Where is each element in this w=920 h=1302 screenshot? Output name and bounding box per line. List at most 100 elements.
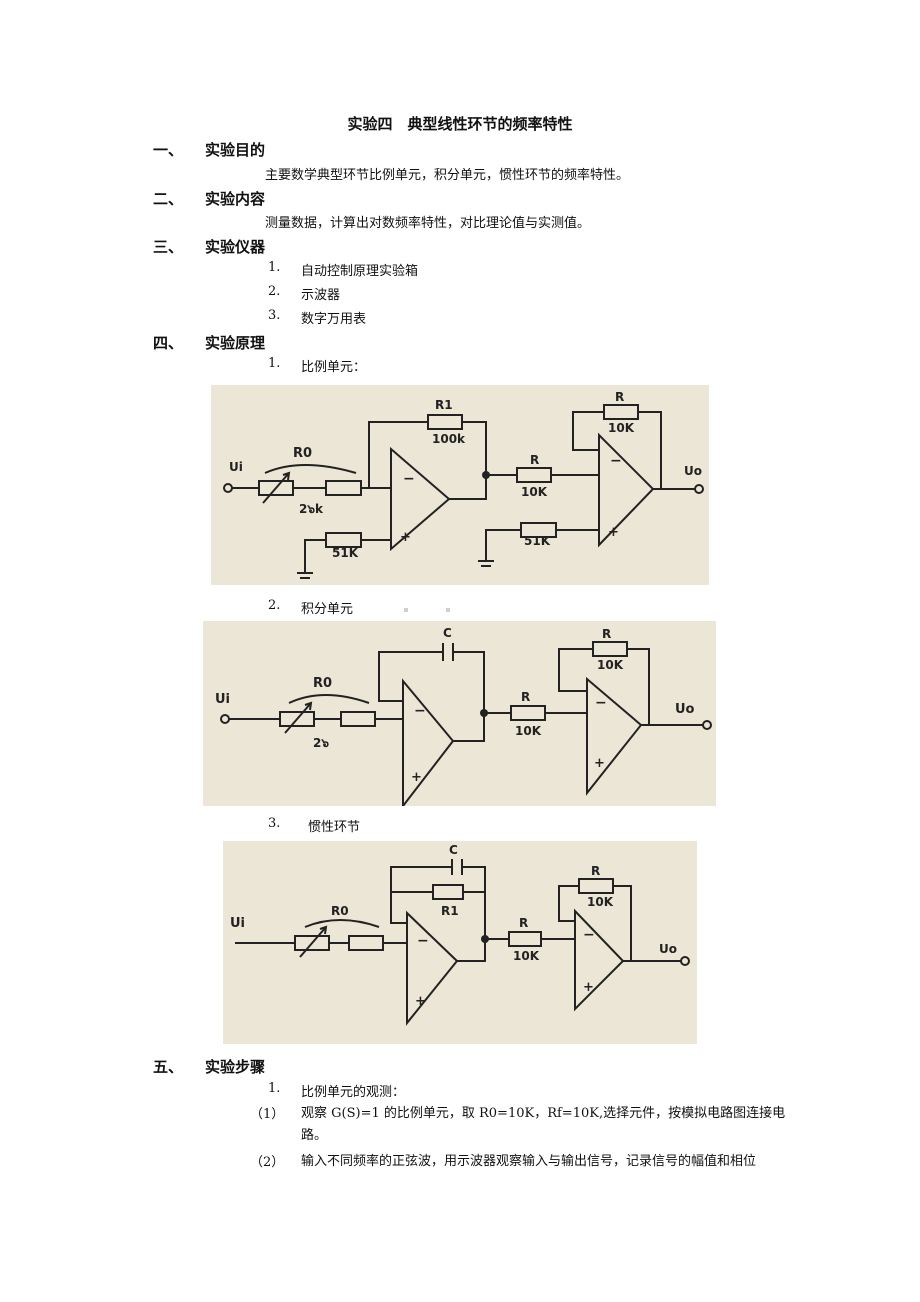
section-label: 实验步骤 <box>205 1058 266 1076</box>
section-label: 实验原理 <box>205 334 266 352</box>
r1-value-label: 100k <box>432 432 466 446</box>
r-input-label: R <box>530 453 539 467</box>
list-text: 数字万用表 <box>301 312 367 327</box>
c-label: C <box>449 843 458 857</box>
r0-resistor <box>325 480 362 496</box>
r-feedback-label: R <box>591 864 600 878</box>
r-feedback-label: R <box>615 390 624 404</box>
junction-dot <box>482 471 490 479</box>
content-text: 测量数据，计算出对数频率特性，对比理论值与实测值。 <box>265 216 591 231</box>
list-text: 惯性环节 <box>308 820 361 835</box>
r1-label: R1 <box>435 398 453 412</box>
capacitor-c <box>442 643 454 661</box>
inertial-circuit-diagram: Ui R0 C R1 − + R 10K R 10K − + Uo <box>223 841 697 1044</box>
r1-resistor <box>432 884 464 900</box>
list-number: 3. <box>268 308 281 323</box>
section-label: 实验仪器 <box>205 238 266 256</box>
r-input-label: R <box>521 690 530 704</box>
uo-label: Uo <box>675 702 695 717</box>
opamp-1 <box>390 446 451 552</box>
opamp2-plus: + <box>583 980 594 995</box>
r0-label: R0 <box>293 446 312 461</box>
purpose-text: 主要数学典型环节比例单元，积分单元，惯性环节的频率特性。 <box>265 168 630 183</box>
opamp-2 <box>574 908 625 1012</box>
list-number: 1. <box>268 356 281 371</box>
integral-circuit-diagram: Ui R0 2๖ C − + R 10K R 10K − + Uo <box>203 621 716 806</box>
opamp2-plus: + <box>608 525 619 540</box>
junction-dot <box>481 935 489 943</box>
r0-value-label: 2๖ <box>313 736 329 750</box>
section-number: 五、 <box>153 1058 184 1076</box>
ground-resistor-2 <box>520 522 557 538</box>
inertial-circuit-svg: Ui R0 C R1 − + R 10K R 10K − + Uo <box>230 843 690 1026</box>
section-heading-instruments: 三、 实验仪器 <box>153 236 265 257</box>
r0-label: R0 <box>313 676 332 691</box>
opamp1-minus: − <box>414 703 426 719</box>
opamp2-minus: − <box>583 927 595 943</box>
opamp1-minus: − <box>417 933 429 949</box>
section-heading-purpose: 一、实验目的 <box>153 139 265 160</box>
ui-label: Ui <box>215 692 230 707</box>
step-text: 观察 G(S)=1 的比例单元，取 R0=10K，Rf=10K,选择元件，按模拟… <box>301 1106 786 1143</box>
list-text: 比例单元的观测： <box>301 1085 406 1100</box>
output-terminal <box>702 720 712 730</box>
c-label: C <box>443 626 452 640</box>
scan-mark <box>404 608 408 612</box>
opamp-2 <box>586 676 643 796</box>
ground-resistor-2-label: 51K <box>524 534 551 548</box>
input-terminal <box>220 714 230 724</box>
step-number: （1） <box>250 1107 285 1122</box>
r0-value-label: 2๖k <box>299 502 324 516</box>
ground-resistor-1-label: 51K <box>332 546 359 560</box>
list-number: 2. <box>268 284 281 299</box>
opamp-2 <box>598 432 655 548</box>
r0-label: R0 <box>331 904 349 918</box>
list-text: 积分单元 <box>301 602 354 617</box>
section-number: 三、 <box>153 238 184 256</box>
opamp-1 <box>402 678 455 806</box>
list-number: 1. <box>268 260 281 275</box>
section-number: 四、 <box>153 334 184 352</box>
r-input-label: R <box>519 916 528 930</box>
input-terminal <box>223 483 233 493</box>
r-feedback-value-label: 10K <box>587 895 614 909</box>
junction-dot <box>480 709 488 717</box>
r0-potentiometer <box>294 935 330 951</box>
proportional-circuit-diagram: Ui R0 2๖k R1 100k − + 51K R 10K R 10K − … <box>211 385 709 585</box>
r-input-resistor <box>516 467 552 483</box>
ground-resistor-1 <box>325 532 362 548</box>
opamp2-minus: − <box>610 453 622 469</box>
list-number: 1. <box>268 1081 281 1096</box>
page-title: 实验四 典型线性环节的频率特性 <box>347 115 573 133</box>
section-label: 实验内容 <box>205 190 266 208</box>
opamp1-plus: + <box>400 530 411 545</box>
r0-potentiometer <box>279 711 315 727</box>
list-text: 比例单元： <box>301 360 367 375</box>
r-input-resistor <box>510 705 546 721</box>
list-text: 示波器 <box>301 288 341 303</box>
list-text: 自动控制原理实验箱 <box>301 264 419 279</box>
output-terminal <box>680 956 690 966</box>
r0-resistor <box>348 935 384 951</box>
section-heading-steps: 五、 实验步骤 <box>153 1056 265 1077</box>
r-feedback-resistor <box>592 641 628 657</box>
r-input-value-label: 10K <box>513 949 540 963</box>
r-input-value-label: 10K <box>521 485 548 499</box>
capacitor-c <box>451 859 463 875</box>
r-feedback-resistor <box>603 404 639 420</box>
ui-label: Ui <box>230 916 245 931</box>
scan-mark <box>446 608 450 612</box>
integral-circuit-svg: Ui R0 2๖ C − + R 10K R 10K − + Uo <box>215 626 712 806</box>
proportional-circuit-svg: Ui R0 2๖k R1 100k − + 51K R 10K R 10K − … <box>223 390 704 579</box>
step-number: （2） <box>250 1155 285 1170</box>
uo-label: Uo <box>684 464 702 478</box>
list-number: 3. <box>268 816 281 831</box>
section-number: 一、 <box>153 141 184 159</box>
uo-label: Uo <box>659 942 677 956</box>
r1-label: R1 <box>441 904 459 918</box>
opamp-1 <box>406 910 459 1026</box>
r-feedback-resistor <box>578 878 614 894</box>
section-number: 二、 <box>153 190 184 208</box>
r-feedback-label: R <box>602 627 611 641</box>
list-number: 2. <box>268 598 281 613</box>
